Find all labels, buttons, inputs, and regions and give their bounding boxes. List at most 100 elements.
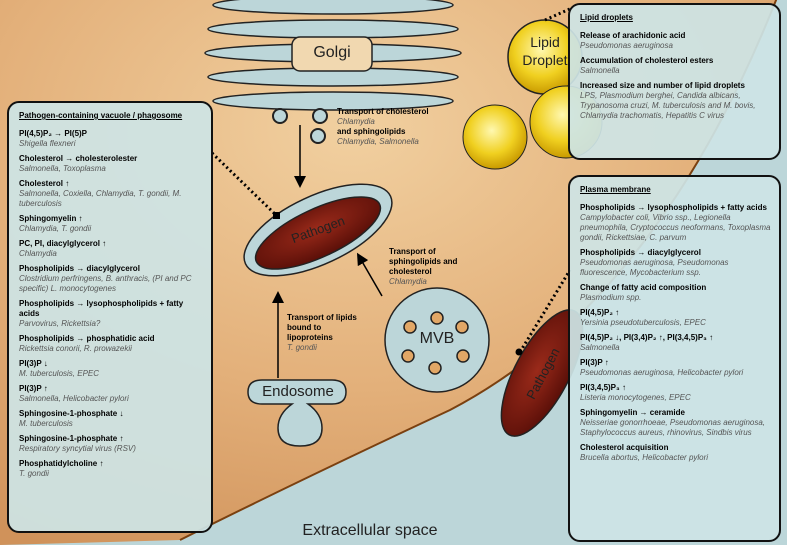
entry-heading: PI(3)P ↑ (580, 358, 609, 367)
mvb-vesicles (401, 311, 470, 375)
lipoprotein-transport-heading: Transport of lipids bound to lipoprotein… (287, 313, 357, 342)
sphingolipid-cholesterol-species: Chlamydia (389, 277, 427, 286)
lipid-change-entry: PI(3)P ↑Pseudomonas aeruginosa, Helicoba… (580, 358, 771, 378)
entry-heading: Increased size and number of lipid dropl… (580, 81, 745, 90)
lipid-droplet-info-box: Lipid droplets Release of arachidonic ac… (568, 3, 781, 160)
entry-heading: Phospholipids → lysophospholipids + fatt… (19, 299, 184, 318)
lipid-change-entry: PI(3)P ↑Salmonella, Helicobacter pylori (19, 384, 203, 404)
entry-heading: Phosphatidylcholine ↑ (19, 459, 104, 468)
vesicle (312, 108, 328, 124)
entry-heading: Sphingosine-1-phosphate ↑ (19, 434, 124, 443)
lipid-change-entry: PI(4,5)P₂ ↓, PI(3,4)P₂ ↑, PI(3,4,5)P₃ ↑S… (580, 333, 771, 353)
golgi-stack (204, 0, 462, 111)
entry-heading: PI(3,4,5)P₃ ↑ (580, 383, 626, 392)
lipid-change-entry: Phosphatidylcholine ↑T. gondii (19, 459, 203, 479)
entry-species: Salmonella, Toxoplasma (19, 164, 106, 173)
lipoprotein-transport-label: Transport of lipids bound to lipoprotein… (287, 313, 369, 353)
entry-heading: PI(4,5)P₂ ↑ (580, 308, 620, 317)
entry-species: Neisseriae gonorrhoeae, Pseudomonas aeru… (580, 418, 766, 437)
endosome-label: Endosome (262, 383, 334, 400)
entry-heading: Release of arachidonic acid (580, 31, 686, 40)
mvb-label: MVB (419, 330, 455, 347)
vesicle (272, 108, 288, 124)
entry-heading: Sphingomyelin ↑ (19, 214, 83, 223)
entry-species: T. gondii (19, 469, 49, 478)
entry-species: M. tuberculosis (19, 419, 73, 428)
entry-heading: Sphingosine-1-phosphate ↓ (19, 409, 124, 418)
entry-species: Respiratory syncytial virus (RSV) (19, 444, 136, 453)
connector-membrane (518, 269, 572, 353)
pathogen-cell (254, 196, 382, 270)
entry-heading: Sphingomyelin → ceramide (580, 408, 685, 417)
endosome (247, 379, 347, 447)
vacuole-info-box: Pathogen-containing vacuole / phagosome … (7, 101, 213, 533)
entry-heading: Cholesterol → cholesterolester (19, 154, 138, 163)
droplet-box-title: Lipid droplets (580, 13, 633, 22)
arrow-mvb-to-pathogen (356, 252, 383, 297)
lipid-change-entry: PI(3,4,5)P₃ ↑Listeria monocytogenes, EPE… (580, 383, 771, 403)
lipoprotein-transport-species: T. gondii (287, 343, 317, 352)
entry-heading: PC, PI, diacylglycerol ↑ (19, 239, 107, 248)
entry-species: Parvovirus, Rickettsia? (19, 319, 101, 328)
golgi-label-box (291, 36, 373, 72)
entry-species: Chlamydia, T. gondii (19, 224, 92, 233)
lipid-change-entry: Sphingosine-1-phosphate ↑Respiratory syn… (19, 434, 203, 454)
lipid-change-entry: Sphingosine-1-phosphate ↓M. tuberculosis (19, 409, 203, 429)
entry-heading: PI(4,5)P₂ → PI(5)P (19, 129, 88, 138)
entry-species: Shigella flexneri (19, 139, 76, 148)
entry-species: LPS, Plasmodium berghei, Candida albican… (580, 91, 756, 120)
membrane-box-title: Plasma membrane (580, 185, 651, 194)
sphingolipid-transport-heading: and sphingolipids (337, 127, 406, 136)
sphingolipid-cholesterol-heading: Transport of sphingolipids and cholester… (389, 247, 458, 276)
entry-species: Pseudomonas aeruginosa (580, 41, 673, 50)
entry-species: Pseudomonas aeruginosa, Pseudomonas fluo… (580, 258, 729, 277)
entry-species: Brucella abortus, Helicobacter pylori (580, 453, 709, 462)
golgi-label: Golgi (313, 44, 351, 61)
entry-species: M. tuberculosis, EPEC (19, 369, 100, 378)
lipid-change-entry: Phospholipids → lysophospholipids + fatt… (580, 203, 771, 243)
lipid-change-entry: Cholesterol ↑Salmonella, Coxiella, Chlam… (19, 179, 203, 209)
plasma-membrane-info-box: Plasma membrane Phospholipids → lysophos… (568, 175, 781, 542)
mvb (384, 287, 490, 393)
entry-heading: PI(3)P ↓ (19, 359, 48, 368)
cholesterol-transport-species: Chlamydia (337, 117, 375, 126)
entry-species: Campylobacter coli, Vibrio ssp., Legione… (580, 213, 771, 242)
entry-heading: Phospholipids → diacylglycerol (580, 248, 701, 257)
vesicle (310, 128, 326, 144)
entry-species: Yersinia pseudotuberculosis, EPEC (580, 318, 706, 327)
lipid-change-entry: PI(4,5)P₂ ↑Yersinia pseudotuberculosis, … (580, 308, 771, 328)
extracellular-space-label: Extracellular space (302, 522, 438, 539)
entry-species: Listeria monocytogenes, EPEC (580, 393, 691, 402)
entry-species: Plasmodium spp. (580, 293, 642, 302)
lipid-change-entry: PC, PI, diacylglycerol ↑Chlamydia (19, 239, 203, 259)
sphingolipid-transport-species: Chlamydia, Salmonella (337, 137, 419, 146)
entry-heading: Cholesterol acquisition (580, 443, 669, 452)
entry-heading: PI(3)P ↑ (19, 384, 48, 393)
entry-species: Salmonella, Helicobacter pylori (19, 394, 129, 403)
sphingolipid-cholesterol-transport-label: Transport of sphingolipids and cholester… (389, 247, 479, 287)
entry-species: Salmonella, Coxiella, Chlamydia, T. gond… (19, 189, 182, 208)
entry-species: Salmonella (580, 343, 620, 352)
entry-species: Salmonella (580, 66, 620, 75)
lipid-droplet-label-line-1: Lipid (530, 34, 560, 50)
connector-vacuole (210, 151, 279, 218)
lipid-droplet-label: Lipid Droplet (508, 33, 582, 69)
entry-species: Clostridium perfringens, B. anthracis, (… (19, 274, 192, 293)
entry-heading: Phospholipids → phosphatidic acid (19, 334, 155, 343)
lipid-change-entry: Increased size and number of lipid dropl… (580, 81, 771, 121)
lipid-droplet-small-1 (462, 104, 528, 170)
lipid-change-entry: Phospholipids → lysophospholipids + fatt… (19, 299, 203, 329)
entry-species: Rickettsia conorii, R. prowazekii (19, 344, 132, 353)
entry-species: Pseudomonas aeruginosa, Helicobacter pyl… (580, 368, 744, 377)
entry-heading: Accumulation of cholesterol esters (580, 56, 714, 65)
lipid-change-entry: PI(3)P ↓M. tuberculosis, EPEC (19, 359, 203, 379)
